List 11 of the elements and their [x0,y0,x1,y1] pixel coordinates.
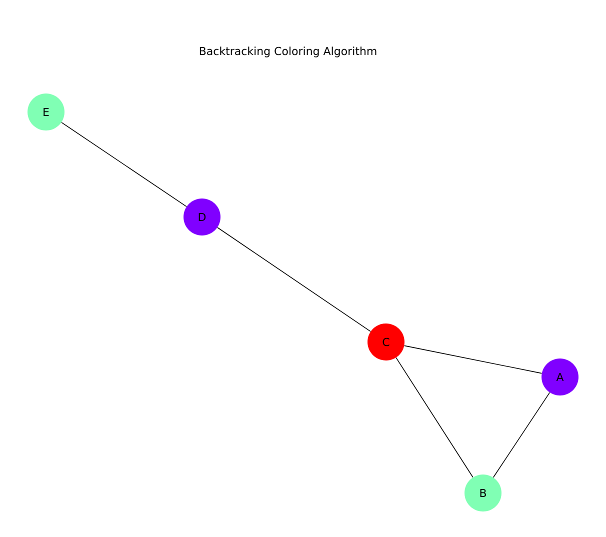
edge-line [404,345,542,374]
graph-node: B [464,474,502,512]
edge-line [217,227,371,332]
graph-node: D [184,198,220,236]
chart-title: Backtracking Coloring Algorithm [200,46,376,58]
graph-node: A [542,358,578,396]
edge-line [61,122,187,207]
edge-line [492,392,550,478]
edge-line [396,357,474,478]
graph-node: E [28,94,64,130]
graph-node: C [368,323,404,360]
